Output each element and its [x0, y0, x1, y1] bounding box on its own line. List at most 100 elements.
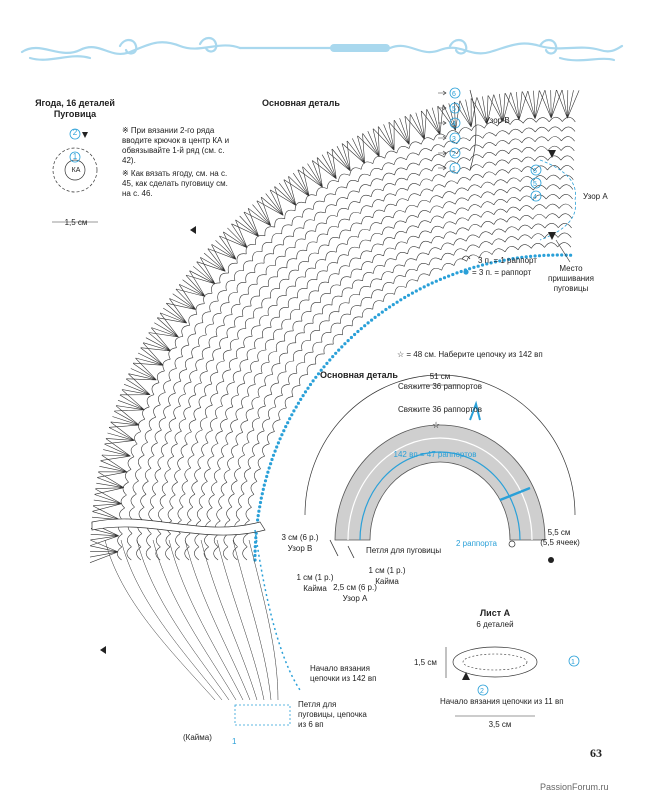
shell-fan: [109, 405, 140, 428]
leaf-row2-number: 2: [480, 688, 484, 695]
shell-fan: [327, 140, 351, 172]
foundation-dot: [447, 274, 451, 278]
watermark: PassionForum.ru: [540, 782, 609, 792]
row-marker: [449, 132, 461, 144]
foundation-dot: [533, 254, 537, 258]
foundation-dot: [267, 466, 271, 470]
foundation-dot: [403, 295, 407, 300]
left-b-pattern: Узор B: [287, 544, 313, 553]
leader-line: [555, 239, 571, 263]
leaf-height: 1,5 см: [414, 658, 437, 667]
row-marker: [477, 684, 489, 696]
foundation-dot: [334, 351, 338, 355]
foundation-dot: [263, 479, 268, 483]
foundation-dot: [455, 271, 459, 275]
shell-fan: [92, 488, 122, 512]
mesh-ring: [184, 184, 574, 561]
foundation-dot: [331, 355, 335, 359]
mesh-ring: [174, 174, 574, 561]
schematic-ties: [329, 539, 355, 559]
button-loop: Петля для пуговицы, цепочка из 6 вп: [298, 700, 367, 729]
foundation-dot: [322, 365, 326, 369]
foundation-dot: [366, 321, 370, 325]
foundation-dot: [363, 324, 367, 328]
shell-fan: [100, 438, 131, 461]
left-arrow-icon: [438, 105, 447, 111]
foundation-dot: [356, 329, 360, 334]
chain-rapp: 142 вп = 47 раппортов: [393, 450, 477, 459]
shell-fan: [522, 90, 546, 119]
shell-fan: [312, 149, 337, 180]
note-1: ※ При вязании 2-го ряда вводите крючок в…: [122, 126, 230, 165]
button-loop-chain: [234, 704, 291, 726]
row-number: 4: [452, 121, 456, 128]
foundation-dot: [303, 390, 308, 394]
foundation-dot: [569, 253, 573, 257]
foundation-dot: [399, 298, 403, 302]
foundation-dot: [275, 445, 279, 449]
foundation-dot: [280, 433, 284, 437]
shell-fan: [140, 327, 171, 352]
berry-subtitle: Пуговица: [53, 109, 97, 119]
leaf-count: 6 деталей: [476, 620, 514, 629]
foundation-dot: [359, 327, 363, 331]
foundation-dot: [524, 255, 528, 259]
shell-fan: [256, 186, 284, 216]
tail-mesh: [200, 539, 258, 701]
foundation-dot: [254, 536, 258, 540]
foundation-dot: [343, 342, 347, 346]
shell-fan: [270, 176, 297, 206]
foundation-dot: [551, 253, 555, 257]
row-marker: [69, 151, 81, 163]
tail-mesh: [168, 539, 244, 701]
foundation-dot: [278, 437, 282, 441]
row-marker: [530, 164, 542, 176]
foundation-dot: [546, 253, 551, 257]
star-icon: ☆: [432, 420, 440, 430]
shell-fan: [207, 231, 237, 260]
row-number: 4: [533, 194, 537, 201]
kaima1-label: Кайма: [303, 584, 327, 593]
foundation-dot: [284, 425, 288, 429]
foundation-dot: [353, 332, 357, 337]
foundation-dot: [270, 457, 274, 462]
foundation-dot: [388, 305, 392, 309]
legend-chain: 3 п. = 1 раппорт: [478, 256, 537, 265]
button-place: Место пришивания пуговицы: [548, 264, 594, 293]
shell-fan: [471, 94, 494, 125]
break-band: [91, 518, 266, 536]
shell-fan: [114, 389, 145, 412]
main-part-title: Основная деталь: [262, 98, 340, 108]
foundation-dot: [380, 310, 384, 314]
down-arrow-icon: [462, 672, 470, 680]
shell-fan: [421, 104, 444, 135]
tail-mesh: [184, 539, 251, 701]
row-number: 6: [452, 91, 456, 98]
pattern-b-bracket: [469, 89, 477, 171]
foundation-dot: [434, 279, 438, 283]
berry-center: [64, 159, 86, 181]
foundation-dot: [555, 253, 559, 257]
berry-notes: ※ При вязании 2-го ряда вводите крючок в…: [122, 126, 232, 202]
shell-fan: [157, 298, 188, 324]
foundation-dot: [498, 259, 502, 263]
foundation-dot: [316, 372, 321, 376]
foundation-dot: [422, 285, 426, 289]
foundation-dot: [271, 453, 276, 457]
shell-fan: [94, 471, 125, 495]
foundation-dot: [262, 483, 266, 487]
shell-fan: [297, 157, 323, 188]
foundation-dot: [537, 254, 542, 258]
foundation-dot: [485, 262, 489, 266]
shell-fan: [454, 97, 477, 128]
leaf-inner: [462, 653, 528, 671]
pattern-a-name: Узор A: [342, 594, 368, 603]
down-arrow-icon: [548, 150, 556, 158]
left-b-size: 3 см (6 р.): [281, 533, 319, 542]
foundation-dot: [377, 313, 381, 317]
foundation-dot: [292, 409, 296, 413]
shell-fan: [404, 109, 427, 140]
shell-fan: [196, 244, 226, 272]
row-number: 3: [452, 136, 456, 143]
shell-fan: [186, 257, 216, 285]
